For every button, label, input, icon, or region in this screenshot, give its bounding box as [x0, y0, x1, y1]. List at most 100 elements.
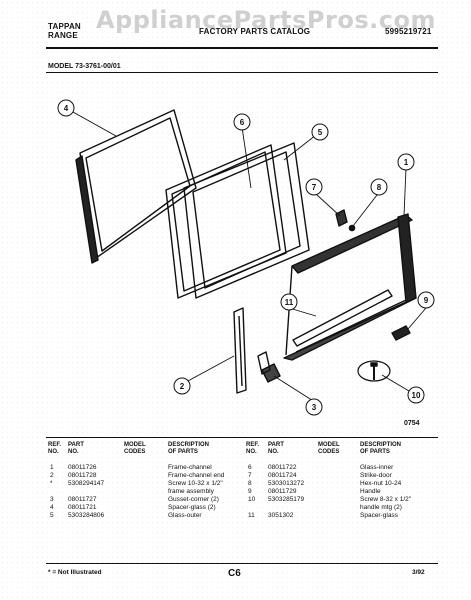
- cell-part: 08011729: [268, 488, 297, 495]
- part-7-strike-door: [335, 209, 348, 227]
- parts-row: 1 08011726 Frame-channel: [48, 464, 238, 472]
- callout-2: 2: [173, 377, 191, 395]
- callout-11: 11: [280, 293, 298, 311]
- table-top-rule: [46, 437, 438, 438]
- part-1-frame-channel: [283, 213, 417, 361]
- part-11-spacer-glass: [292, 289, 393, 347]
- callout-3: 3: [305, 398, 323, 416]
- cell-part: 3051302: [268, 512, 294, 519]
- catalog-date: 3/92: [412, 569, 425, 576]
- callout-1: 1: [397, 153, 415, 171]
- parts-row: 10 5303285179 Screw 8-32 x 1/2": [246, 496, 436, 504]
- cell-desc: Glass-outer: [168, 512, 202, 519]
- cell-ref: 3: [50, 496, 54, 503]
- svg-text:6: 6: [240, 118, 245, 127]
- cell-part: 5308294147: [68, 480, 105, 487]
- figure-code: 0754: [404, 420, 420, 427]
- parts-row: * 5308294147 Screw 10-32 x 1/2": [48, 480, 238, 488]
- part-10-screw: [370, 362, 378, 380]
- callout-7: 7: [305, 178, 323, 196]
- cell-desc: Handle: [360, 488, 381, 495]
- page-number: C6: [228, 568, 241, 579]
- cell-desc: handle mtg (2): [360, 504, 402, 511]
- cell-desc: Screw 10-32 x 1/2": [168, 480, 223, 487]
- cell-part: 5303285179: [268, 496, 305, 503]
- cell-part: 08011726: [68, 464, 97, 471]
- parts-table: REF. NO. PART NO. MODEL CODES DESCRIPTIO…: [46, 440, 438, 565]
- parts-row: 3 08011727 Gusset-corner (2): [48, 496, 238, 504]
- callout-10: 10: [407, 386, 425, 404]
- cell-desc: Frame-channel: [168, 464, 212, 471]
- svg-text:3: 3: [312, 403, 317, 412]
- right-header-model: MODEL CODES: [318, 442, 340, 455]
- screw-detail-ellipse: [357, 360, 391, 382]
- model-number: MODEL 73-3761-00/01: [48, 63, 121, 70]
- cell-ref: 6: [248, 464, 252, 471]
- cell-desc: Gusset-corner (2): [168, 496, 219, 503]
- cell-ref: 5: [50, 512, 54, 519]
- callout-4: 4: [57, 99, 75, 117]
- svg-text:10: 10: [412, 391, 421, 400]
- cell-ref: 8: [248, 480, 252, 487]
- part-9-handle: [391, 325, 411, 341]
- cell-desc: frame assembly: [168, 488, 214, 495]
- catalog-number: 5995219721: [385, 27, 432, 36]
- right-header-part: PART NO.: [268, 442, 284, 455]
- svg-text:1: 1: [404, 158, 409, 167]
- cell-ref: 11: [248, 512, 255, 519]
- footer-rule: [46, 563, 438, 564]
- cell-ref: 10: [248, 496, 256, 503]
- cell-ref: 4: [50, 504, 54, 511]
- svg-text:4: 4: [64, 104, 69, 113]
- callout-8: 8: [370, 178, 388, 196]
- cell-part: 08011727: [68, 496, 97, 503]
- cell-desc: Hex-nut 10-24: [360, 480, 402, 487]
- left-header-part: PART NO.: [68, 442, 84, 455]
- cell-ref: 1: [50, 464, 54, 471]
- part-5-glass-outer: [183, 142, 310, 299]
- parts-row: 2 08011728 Frame-channel end: [48, 472, 238, 480]
- cell-ref: *: [50, 480, 53, 487]
- parts-row: handle mtg (2): [246, 504, 436, 512]
- svg-text:8: 8: [377, 183, 382, 192]
- cell-desc: Glass-inner: [360, 464, 394, 471]
- model-rule: [46, 72, 438, 73]
- parts-row: 11 3051302 Spacer-glass: [246, 512, 436, 520]
- exploded-door-diagram: 4 6 5 1 7 8 11 9 2 3 10 0754: [57, 99, 435, 427]
- right-header-desc: DESCRIPTION OF PARTS: [360, 442, 402, 455]
- left-header-ref: REF. NO.: [48, 442, 62, 455]
- callout-6: 6: [233, 113, 251, 131]
- cell-desc: Frame-channel end: [168, 472, 225, 479]
- cell-part: 08011724: [268, 472, 297, 479]
- parts-row: 4 08011721 Spacer-glass (2): [48, 504, 238, 512]
- parts-row: frame assembly: [48, 488, 238, 496]
- cell-part: 08011721: [68, 504, 97, 511]
- cell-part: 5303284806: [68, 512, 105, 519]
- not-illustrated-note: * = Not Illustrated: [48, 569, 102, 576]
- part-8-hex-nut: [348, 224, 356, 232]
- header-rule: [46, 47, 438, 49]
- cell-desc: Spacer-glass: [360, 512, 398, 519]
- part-2-frame-channel-end: [233, 307, 247, 394]
- svg-text:9: 9: [424, 296, 429, 305]
- cell-ref: 7: [248, 472, 252, 479]
- cell-desc: Screw 8-32 x 1/2": [360, 496, 412, 503]
- catalog-title: FACTORY PARTS CATALOG: [199, 27, 311, 36]
- cell-ref: 2: [50, 472, 54, 479]
- svg-text:7: 7: [312, 183, 317, 192]
- cell-part: 08011728: [68, 472, 97, 479]
- svg-text:11: 11: [285, 298, 294, 307]
- cell-desc: Spacer-glass (2): [168, 504, 216, 511]
- cell-part: 08011722: [268, 464, 297, 471]
- part-6-glass-inner: [165, 144, 287, 299]
- right-header-ref: REF. NO.: [246, 442, 260, 455]
- svg-text:5: 5: [318, 128, 323, 137]
- parts-row: 6 08011722 Glass-inner: [246, 464, 436, 472]
- part-3-gusset-corner: [257, 351, 281, 383]
- brand-line1: TAPPAN: [48, 22, 81, 31]
- left-header-desc: DESCRIPTION OF PARTS: [168, 442, 210, 455]
